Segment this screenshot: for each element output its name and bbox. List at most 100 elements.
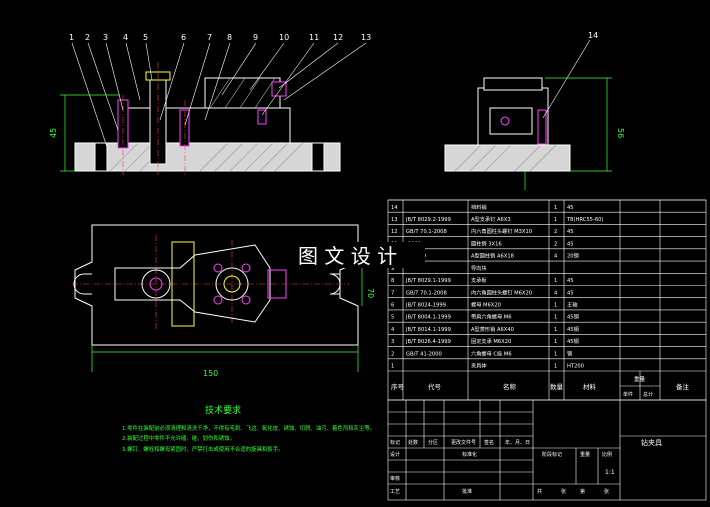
bom-cell-name: 支承板 [471, 276, 487, 284]
bom-cell-name: 六角螺母 C级 M6 [471, 349, 512, 357]
front-left-slot [94, 142, 108, 172]
bom-cell-no: 3 [391, 339, 394, 345]
side-stop-pin [537, 109, 547, 145]
side-hole [500, 116, 510, 126]
bom-cell-no: 4 [391, 327, 395, 333]
plan-stop [267, 269, 287, 299]
bom-cell-qty: 4 [554, 254, 558, 260]
tech-line-1: 1.零件在装配前必须清理和清洗干净，不得有毛刺、飞边、氧化皮、锈蚀、切屑、油污、… [122, 424, 375, 432]
side-view [444, 39, 612, 190]
balloon-14: 14 [588, 31, 598, 40]
bom-header-note: 备注 [676, 382, 690, 391]
bom-cell-no: 12 [391, 229, 398, 235]
tb-sheet-2: 张 [604, 488, 609, 495]
bom-cell-qty: 4 [554, 290, 558, 296]
bom-cell-code: JB/T 8026.4-1999 [405, 339, 451, 345]
watermark-backdrop [295, 242, 425, 268]
bom-cell-code: GB/T 41-2000 [406, 351, 442, 357]
tb-weight: 重量 [580, 451, 590, 458]
bom-cell-qty: 1 [554, 351, 557, 357]
bom-cell-material: 45钢 [567, 337, 579, 345]
balloon-10: 10 [279, 33, 289, 42]
bom-cell-material: 45钢 [567, 313, 579, 321]
balloon-8: 8 [227, 33, 232, 42]
bom-cell-no: 14 [391, 205, 398, 211]
bom-cell-code: GB/T 70.1-2008 [406, 229, 447, 235]
tb-design: 设计 [390, 451, 400, 458]
bom-header-material: 材料 [583, 382, 597, 391]
title-block-text: 钻夹具 标记 处数 分区 更改文件号 签名 年、月、日 设计 标准化 阶段标记 … [390, 438, 662, 495]
bom-cell-name: 带肩六角螺母 M6 [471, 313, 512, 321]
balloon-7: 7 [207, 33, 212, 42]
tb-process: 工艺 [390, 489, 400, 495]
balloon-11: 11 [309, 33, 319, 42]
bom-header-code: 代号 [428, 382, 442, 391]
balloon-12: 12 [333, 33, 343, 42]
plan-center-bore [223, 275, 241, 293]
bom-cell-qty: 1 [554, 303, 557, 309]
bom-cell-qty: 1 [554, 205, 557, 211]
plan-nut-inner [149, 277, 163, 291]
plan-pin-hole-4 [241, 295, 251, 305]
bom-cell-no: 1 [391, 364, 394, 370]
bom-cell-code: JB/T 8029.2-1999 [405, 217, 451, 223]
bom-cell-material: 45 [567, 278, 574, 284]
front-pin-right [257, 109, 267, 125]
front-base-plate [74, 142, 341, 172]
bom-cell-no: 7 [391, 290, 394, 296]
bom-row-lines [388, 199, 706, 372]
tb-sheet-no: 第 [580, 488, 585, 495]
side-base [444, 144, 571, 172]
plan-locating-block [171, 241, 195, 327]
bom-cell-name: 导向块 [471, 264, 487, 272]
tb-drawing-title: 钻夹具 [641, 438, 662, 447]
bom-cell-name: A型菱形销 A6X40 [471, 325, 514, 333]
bom-cell-material: 45 [567, 205, 574, 211]
bom-cell-name: 螺母 M6X20 [471, 301, 501, 309]
bom-cell-code: JB/T 8004.1-1999 [405, 315, 451, 321]
bom-cell-no: 8 [391, 278, 394, 284]
bom-cell-no: 13 [391, 217, 398, 223]
front-view [60, 42, 367, 175]
tb-sheet-1: 张 [561, 488, 566, 495]
bom-header-mass: 重量 [634, 375, 646, 383]
bom-header-qty: 数量 [550, 382, 564, 391]
bom-cell-no: 9 [391, 266, 394, 272]
front-locator-block [204, 77, 281, 109]
balloon-9: 9 [253, 33, 258, 42]
bom-cell-qty: 1 [554, 315, 557, 321]
plan-clamp-arm [114, 244, 271, 323]
bom-header-single: 单件 [623, 391, 633, 398]
bom-cell-material: 45钢 [567, 325, 579, 333]
tech-requirements: 技术要求 1.零件在装配前必须清理和清洗干净，不得有毛刺、飞边、氧化皮、锈蚀、切… [122, 404, 375, 453]
balloon-13: 13 [361, 33, 371, 42]
front-leaders [71, 42, 367, 151]
dim-side-height: 56 [616, 128, 625, 138]
balloon-2: 2 [85, 33, 90, 42]
plan-center-hole [215, 267, 249, 301]
bom-cell-qty: 2 [554, 229, 557, 235]
bom-cell-material: 45 [567, 229, 574, 235]
bom-cell-qty: 1 [554, 339, 557, 345]
bom-cell-name: 固定支承 M6X20 [471, 337, 511, 345]
bom-cell-name: 挡料销 [471, 203, 487, 211]
bom-cell-qty: 2 [554, 241, 557, 247]
front-right-slot [311, 142, 325, 172]
tb-scale: 比例 [602, 451, 612, 458]
bom-cell-name: A型支承钉 A6X3 [471, 215, 511, 223]
tb-review: 审核 [390, 475, 400, 482]
balloon-5: 5 [143, 33, 148, 42]
tb-change-doc: 更改文件号 [451, 439, 476, 446]
bom-cell-material: 45 [567, 241, 574, 247]
bom-header: 序号 代号 名称 数量 材料 单件 总计 重量 备注 [391, 375, 690, 398]
plan-pin-hole-1 [213, 263, 223, 273]
tb-mark: 标记 [390, 439, 400, 446]
bom-cell-code: JB/T 8014.1-1999 [405, 327, 451, 333]
front-hatch [109, 142, 304, 172]
tb-approve: 批准 [462, 488, 472, 495]
tech-line-3: 3.螺钉、螺栓和螺母紧固时，严禁打击或使用不合适的旋具和扳手。 [122, 445, 283, 453]
bom-cell-name: 夹具体 [471, 362, 487, 370]
bom-cell-no: 2 [391, 351, 394, 357]
bom-cell-code: JB/T 8024-1999 [405, 303, 446, 309]
front-balloons: 1 2 3 4 5 6 7 8 9 10 11 12 13 45 [49, 33, 371, 138]
